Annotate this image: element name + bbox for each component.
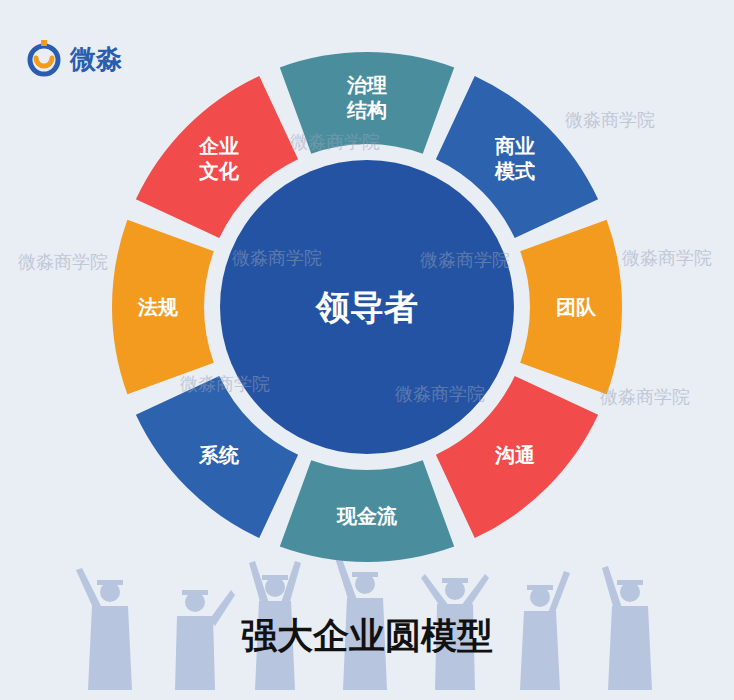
watermark: 微淼商学院 [420, 248, 510, 272]
circle-fill [220, 160, 514, 454]
center-label: 领导者 [316, 286, 418, 329]
watermark: 微淼商学院 [232, 246, 322, 270]
segment-label: 现金流 [337, 504, 397, 529]
segment-label: 法规 [138, 295, 178, 320]
watermark: 微淼商学院 [395, 382, 485, 406]
watermark: 微淼商学院 [18, 250, 108, 274]
segment-label: 系统 [199, 442, 239, 467]
ring-segment: 法规 [111, 218, 215, 396]
ring-segment: 团队 [519, 218, 623, 396]
segment-fill [280, 460, 454, 562]
watermark: 微淼商学院 [290, 130, 380, 154]
segment-label: 沟通 [495, 442, 535, 467]
segment-fill [280, 52, 454, 154]
diagram-title: 强大企业圆模型 [0, 612, 734, 661]
segment-label: 企业文化 [199, 134, 240, 184]
segment-label: 治理结构 [347, 73, 388, 123]
segment-fill [112, 220, 214, 394]
center-circle: 领导者 [219, 159, 515, 455]
watermark: 微淼商学院 [180, 372, 270, 396]
logo-icon [30, 40, 58, 74]
segment-fill [520, 220, 622, 394]
watermark: 微淼商学院 [622, 246, 712, 270]
segment-label: 商业模式 [494, 134, 535, 184]
watermark: 微淼商学院 [565, 108, 655, 132]
ring-segment: 现金流 [278, 459, 456, 563]
logo-text: 微淼 [70, 42, 122, 77]
watermark: 微淼商学院 [600, 385, 690, 409]
segment-label: 团队 [556, 295, 596, 320]
